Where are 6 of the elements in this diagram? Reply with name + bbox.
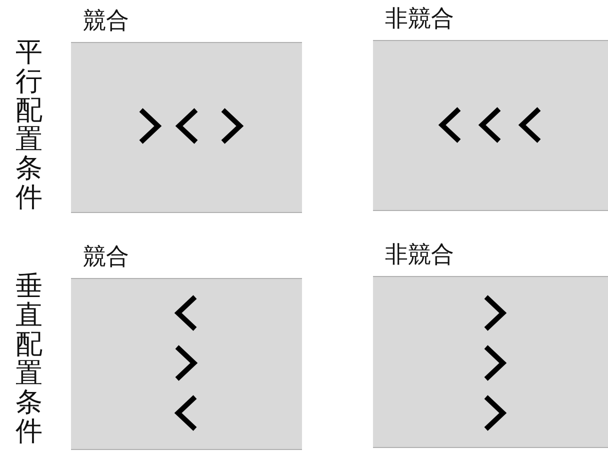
- panel-heading: 非競合: [385, 241, 454, 270]
- row-label: 平行配置条件: [14, 38, 44, 212]
- panel-heading: 競合: [83, 243, 129, 272]
- panel-heading: 非競合: [385, 5, 454, 34]
- panel-heading: 競合: [83, 7, 129, 36]
- row-label: 垂直配置条件: [14, 272, 44, 446]
